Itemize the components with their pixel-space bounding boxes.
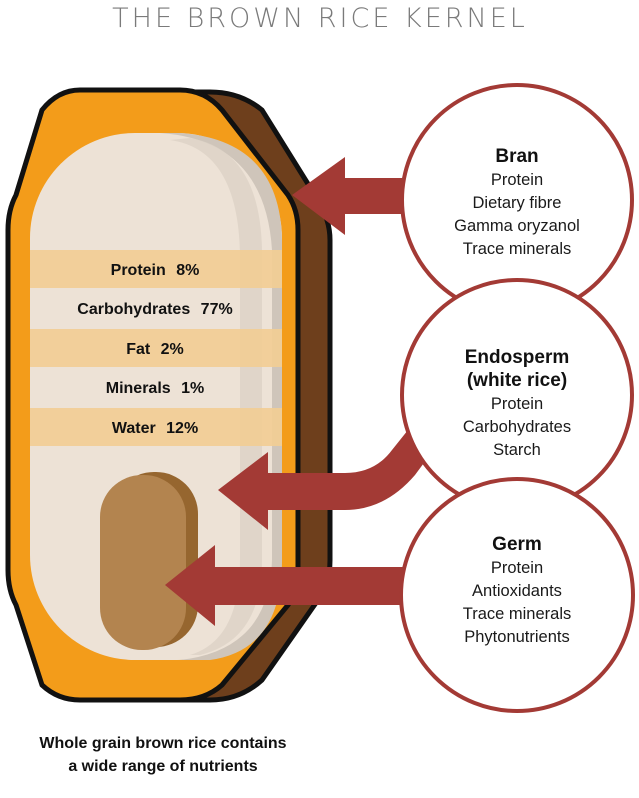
endosperm-arrow	[218, 430, 432, 530]
bran-item: Gamma oryzanol	[454, 217, 580, 235]
germ-item: Phytonutrients	[464, 628, 569, 646]
bran-callout: Bran Protein Dietary fibre Gamma oryzano…	[400, 83, 634, 317]
endosperm-item: Protein	[491, 395, 543, 413]
band-protein	[30, 250, 282, 288]
endosperm-shade	[160, 133, 282, 660]
caption-line-2: a wide range of nutrients	[68, 758, 257, 775]
germ-item: Trace minerals	[463, 605, 572, 623]
endosperm-callout: Endosperm (white rice) Protein Carbohydr…	[400, 278, 634, 512]
germ-callout: Germ Protein Antioxidants Trace minerals…	[399, 477, 635, 713]
endosperm-subtitle: (white rice)	[467, 370, 567, 391]
caption-line-1: Whole grain brown rice contains	[39, 735, 286, 752]
bran-arrow	[292, 157, 420, 235]
bran-item: Dietary fibre	[473, 194, 562, 212]
band-fat	[30, 329, 282, 367]
composition-carbohydrates: Carbohydrates 77%	[77, 301, 232, 318]
composition-fat: Fat 2%	[126, 341, 184, 358]
bran-item: Protein	[491, 171, 543, 189]
endosperm-item: Starch	[493, 441, 541, 459]
germ-item: Antioxidants	[472, 582, 562, 600]
germ-heading: Germ	[492, 534, 542, 555]
germ-arrow	[165, 545, 420, 626]
endosperm-item: Carbohydrates	[463, 418, 571, 436]
germ	[100, 475, 186, 650]
germ-item: Protein	[491, 559, 543, 577]
composition-water: Water 12%	[112, 420, 198, 437]
composition-minerals: Minerals 1%	[106, 380, 205, 397]
page-title: THE BROWN RICE KERNEL	[112, 3, 528, 34]
bran-heading: Bran	[495, 146, 538, 167]
composition-protein: Protein 8%	[111, 262, 200, 279]
band-water	[30, 408, 282, 446]
bran-item: Trace minerals	[463, 240, 572, 258]
endosperm-heading: Endosperm	[465, 347, 570, 368]
composition-bands: Protein 8% Carbohydrates 77% Fat 2% Mine…	[30, 250, 282, 446]
